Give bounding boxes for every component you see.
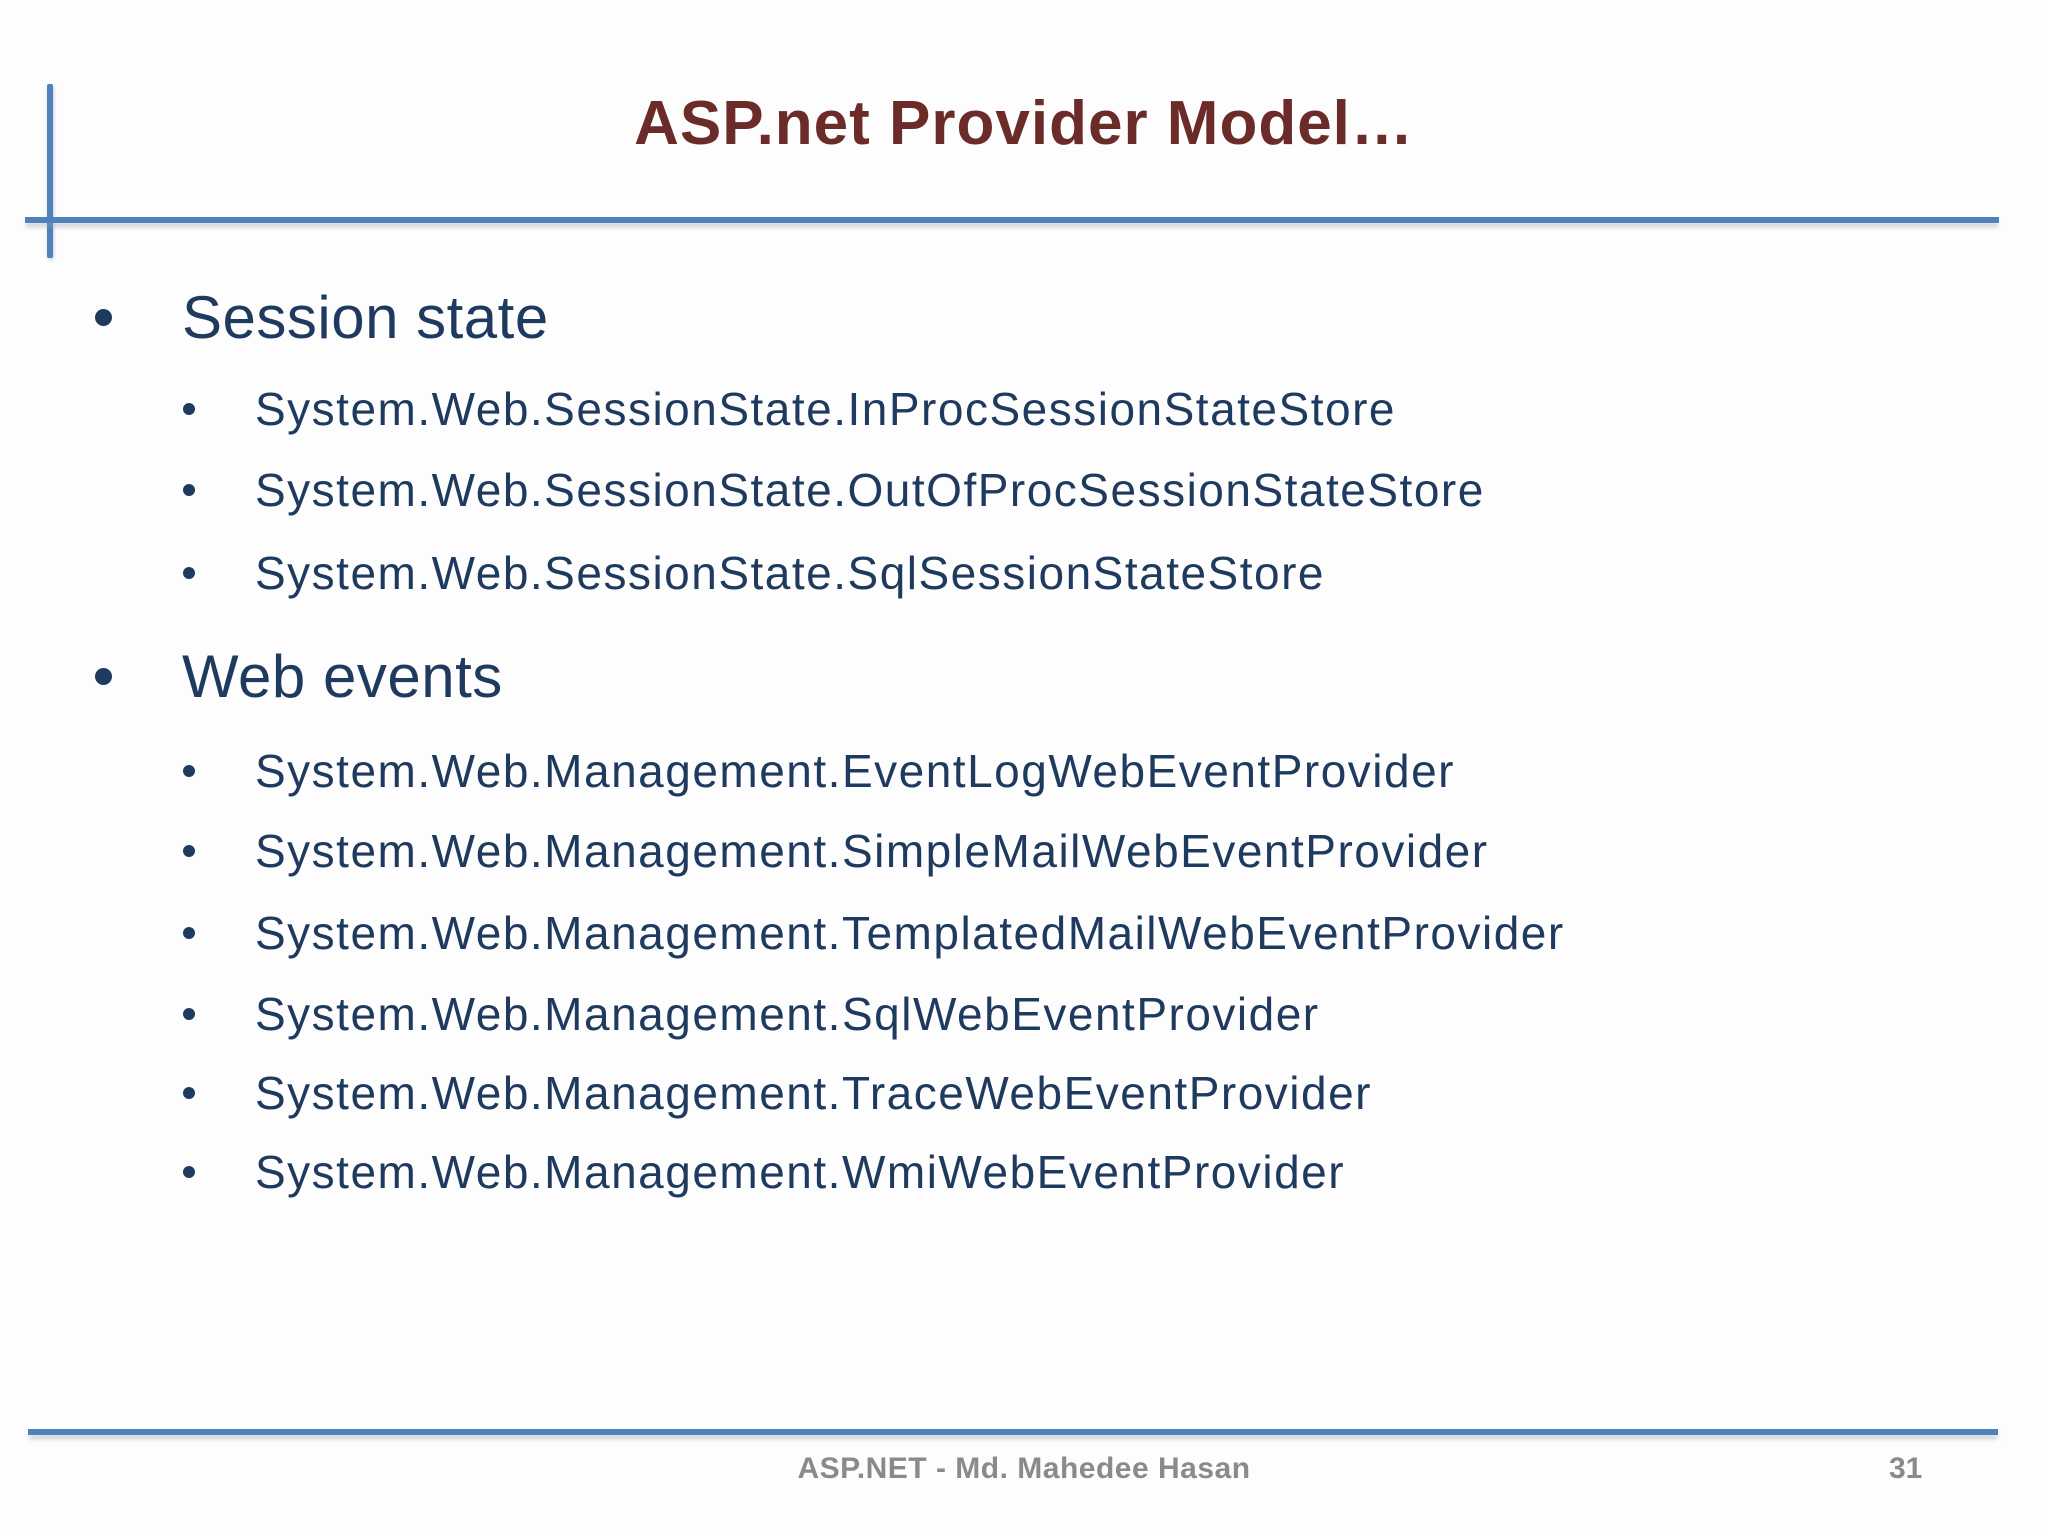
list-item-text: System.Web.Management.WmiWebEventProvide… bbox=[255, 1146, 1346, 1198]
page-number: 31 bbox=[1889, 1452, 1923, 1485]
bullet-dot-icon bbox=[183, 1087, 195, 1099]
bullet-dot-icon bbox=[183, 403, 195, 415]
section-heading: Session state bbox=[182, 283, 549, 351]
bullet-row-heading: Session state bbox=[95, 279, 549, 355]
bullet-row-item: System.Web.Management.TemplatedMailWebEv… bbox=[183, 901, 1565, 965]
bullet-row-item: System.Web.Management.TraceWebEventProvi… bbox=[183, 1061, 1372, 1125]
bullet-dot-icon bbox=[183, 484, 195, 496]
bullet-row-item: System.Web.Management.WmiWebEventProvide… bbox=[183, 1140, 1345, 1204]
bullet-row-item: System.Web.SessionState.OutOfProcSession… bbox=[183, 458, 1485, 522]
section-heading: Web events bbox=[182, 642, 503, 710]
bullet-row-item: System.Web.SessionState.InProcSessionSta… bbox=[183, 377, 1396, 441]
bullet-dot-icon bbox=[183, 845, 195, 857]
bullet-row-item: System.Web.Management.SqlWebEventProvide… bbox=[183, 982, 1320, 1046]
list-item-text: System.Web.Management.TraceWebEventProvi… bbox=[255, 1067, 1372, 1119]
title-divider-line bbox=[25, 217, 1999, 223]
list-item-text: System.Web.SessionState.InProcSessionSta… bbox=[255, 383, 1396, 435]
footer-divider-line bbox=[28, 1429, 1998, 1435]
bullet-dot-icon bbox=[183, 1008, 195, 1020]
bullet-row-item: System.Web.Management.SimpleMailWebEvent… bbox=[183, 819, 1489, 883]
list-item-text: System.Web.Management.SqlWebEventProvide… bbox=[255, 988, 1320, 1040]
list-item-text: System.Web.Management.SimpleMailWebEvent… bbox=[255, 825, 1489, 877]
list-item-text: System.Web.Management.TemplatedMailWebEv… bbox=[255, 907, 1565, 959]
bullet-dot-icon bbox=[95, 667, 112, 685]
bullet-dot-icon bbox=[183, 765, 195, 777]
list-item-text: System.Web.Management.EventLogWebEventPr… bbox=[255, 745, 1455, 797]
footer-text: ASP.NET - Md. Mahedee Hasan bbox=[797, 1452, 1251, 1485]
list-item-text: System.Web.SessionState.SqlSessionStateS… bbox=[255, 547, 1326, 599]
bullet-row-heading: Web events bbox=[95, 638, 503, 714]
bullet-dot-icon bbox=[183, 927, 195, 939]
list-item-text: System.Web.SessionState.OutOfProcSession… bbox=[255, 464, 1485, 516]
bullet-dot-icon bbox=[183, 567, 195, 579]
title-accent-vertical-line bbox=[47, 84, 53, 258]
bullet-dot-icon bbox=[95, 308, 112, 326]
slide-title: ASP.net Provider Model… bbox=[634, 89, 1414, 158]
bullet-row-item: System.Web.SessionState.SqlSessionStateS… bbox=[183, 541, 1325, 605]
bullet-row-item: System.Web.Management.EventLogWebEventPr… bbox=[183, 739, 1455, 803]
bullet-dot-icon bbox=[183, 1166, 195, 1178]
